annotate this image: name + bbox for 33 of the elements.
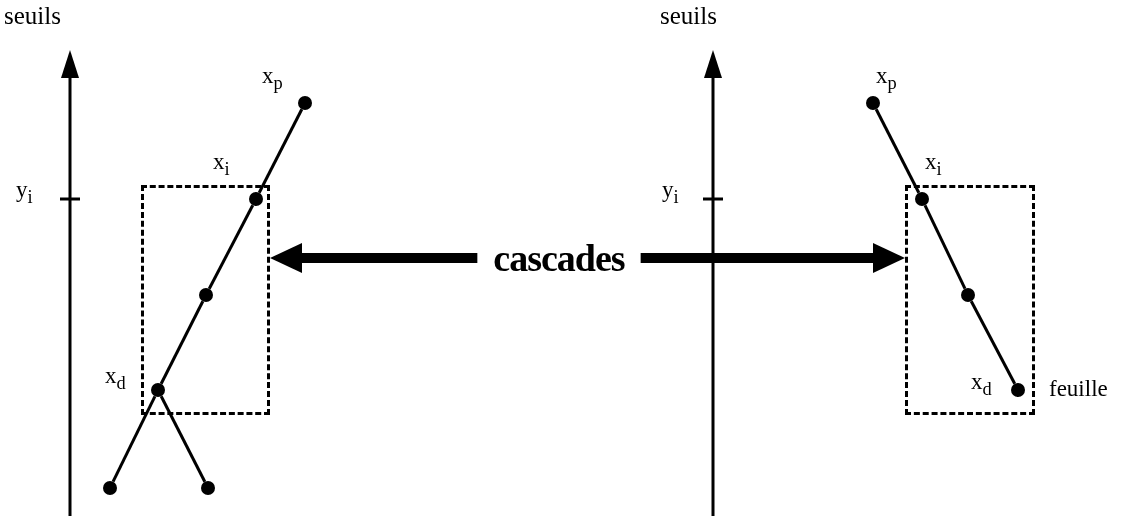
tree-branch [111,395,157,483]
tree-branch [159,300,205,385]
dashed-frame [905,185,1035,415]
tree-node-dot [199,288,213,302]
axis-title: seuils [660,3,717,28]
tree-node-dot [151,383,165,397]
tree-node-dot [961,288,975,302]
tree-node-dot [249,192,263,206]
tree-node-dot [915,192,929,206]
point-label: x$_{d}$ [105,364,126,393]
tree-branch [257,108,304,194]
point-label: x$_{i}$ [213,150,230,179]
arrow [640,243,905,273]
arrow [270,243,478,273]
point-label: x$_{d}$ [971,370,992,399]
tick-label: y$_{i}$ [16,178,33,207]
point-label: x$_{i}$ [925,150,942,179]
tick-label: y$_{i}$ [662,178,679,207]
tree-branch [923,204,967,290]
point-label: feuille [1049,377,1108,400]
tree-node-dot [103,481,117,495]
tree-node-dot [1011,383,1025,397]
tree-node-dot [201,481,215,495]
point-label: x$_{p}$ [262,64,283,93]
tree-node-dot [866,96,880,110]
tree-branch [874,108,921,194]
tree-branch [207,204,255,290]
tree-branch [159,395,207,483]
axis-title: seuils [4,3,61,28]
dashed-frame [141,185,270,415]
cascades-label: cascades [477,239,641,277]
point-label: x$_{p}$ [876,64,897,93]
tree-node-dot [298,96,312,110]
